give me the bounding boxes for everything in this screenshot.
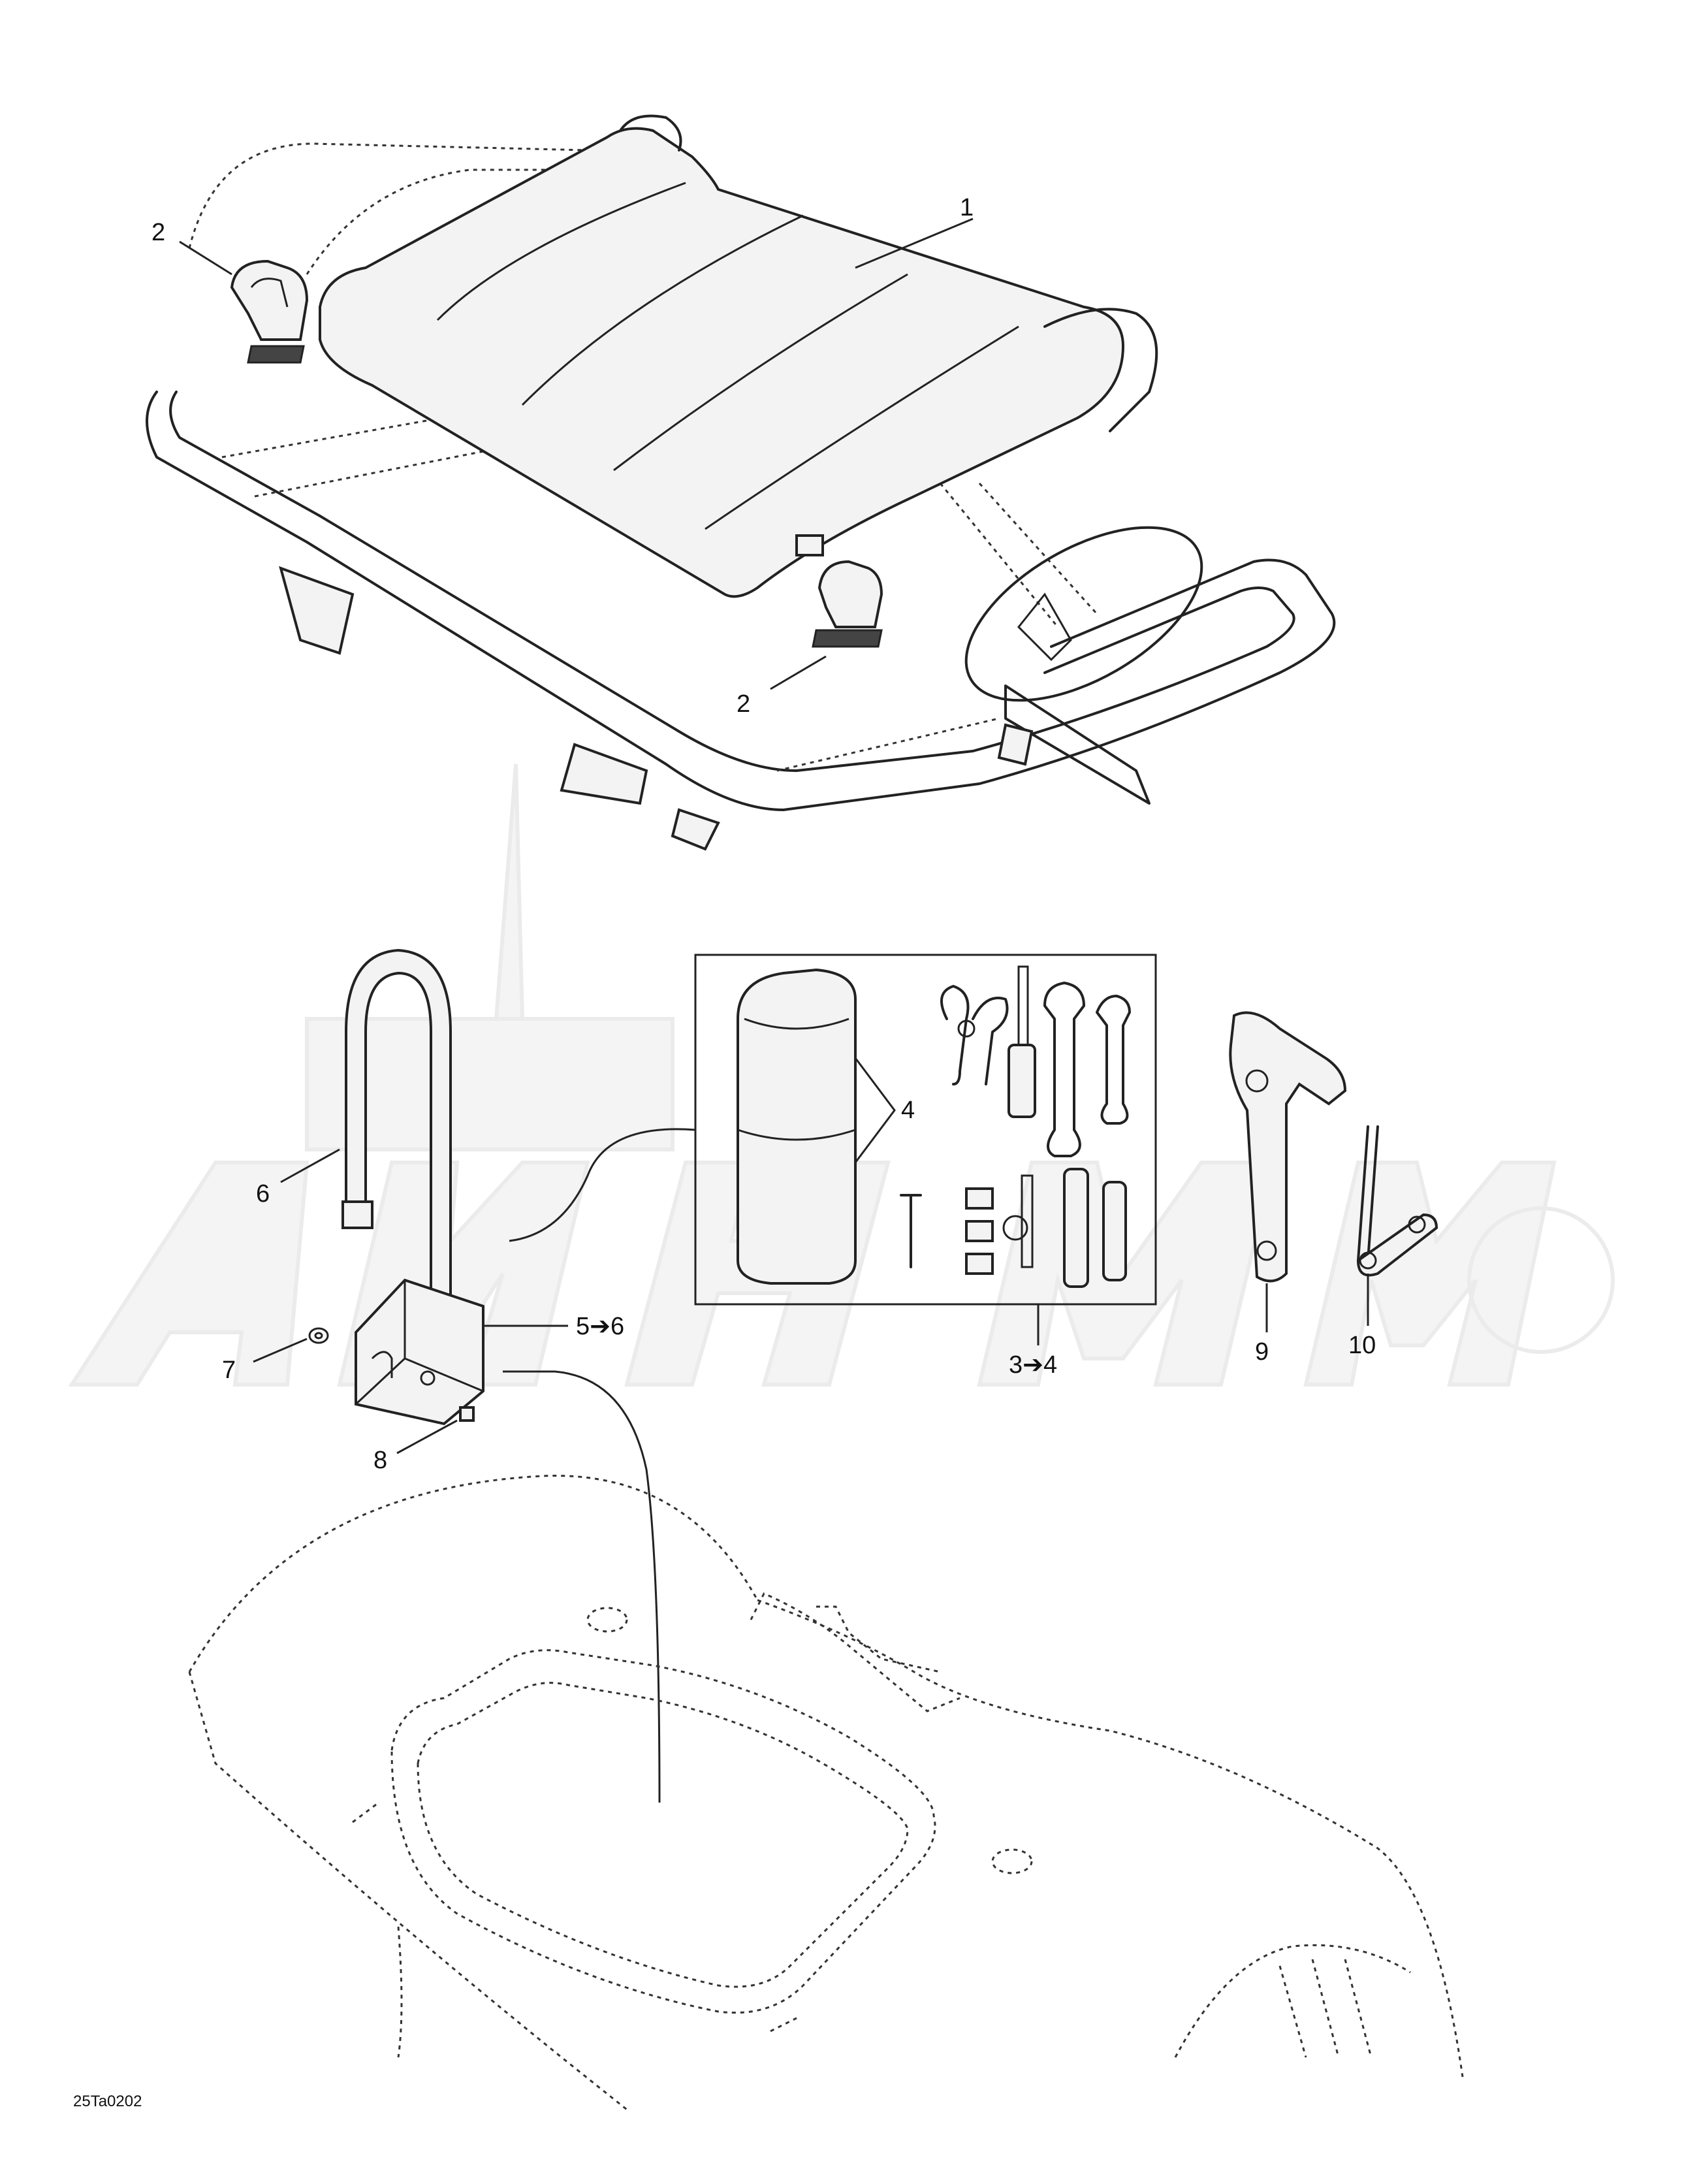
rear-body-compartment [188, 1475, 1464, 2111]
leader-6 [280, 1148, 340, 1183]
rear-rack-frame [146, 142, 1336, 851]
drawing-code: 25Ta0202 [73, 2093, 142, 2110]
box-wrench-icon [1063, 1168, 1127, 1288]
leader-2b [770, 655, 827, 690]
combination-wrench-icon [1043, 982, 1085, 1157]
hook-spanner-icon [1229, 1011, 1347, 1283]
frame-bracket-left [279, 566, 355, 655]
callout-7: 7 [222, 1357, 236, 1384]
callout-8: 8 [373, 1447, 387, 1474]
spark-plug-gauge-icon [1002, 1174, 1034, 1268]
seat-hook-front [812, 560, 883, 648]
callout-5: 5➔6 [576, 1313, 624, 1340]
callout-10: 10 [1348, 1332, 1376, 1359]
seat-hook-rear [230, 259, 309, 364]
callout-4: 4 [901, 1097, 915, 1124]
callout-6: 6 [256, 1180, 270, 1208]
callout-2-bottom: 2 [737, 690, 750, 718]
frame-bracket-front [560, 743, 648, 805]
detail-ellipse [964, 526, 1203, 702]
callout-2-top: 2 [151, 219, 165, 246]
washer [308, 1327, 329, 1344]
leader-8 [396, 1419, 458, 1454]
tool-bag [737, 968, 857, 1285]
leader-1 [855, 217, 974, 269]
callout-9: 9 [1255, 1338, 1269, 1366]
leader-2a [179, 240, 232, 276]
pliers-icon [940, 985, 1009, 1085]
callout-1: 1 [960, 194, 974, 221]
holder-band [341, 948, 452, 1301]
holder-bracket [355, 1278, 484, 1426]
handle-bar-icon [1356, 1125, 1438, 1277]
connector-line [509, 1128, 696, 1242]
fuses-icon [965, 1187, 994, 1275]
leader-7 [253, 1338, 308, 1363]
seat [319, 114, 1158, 598]
leader-4 [854, 1057, 896, 1163]
callout-3: 3➔4 [1009, 1351, 1057, 1379]
hex-key-icon [900, 1194, 922, 1268]
open-end-wrench-icon [1096, 995, 1131, 1125]
screwdriver-icon [1008, 965, 1036, 1118]
